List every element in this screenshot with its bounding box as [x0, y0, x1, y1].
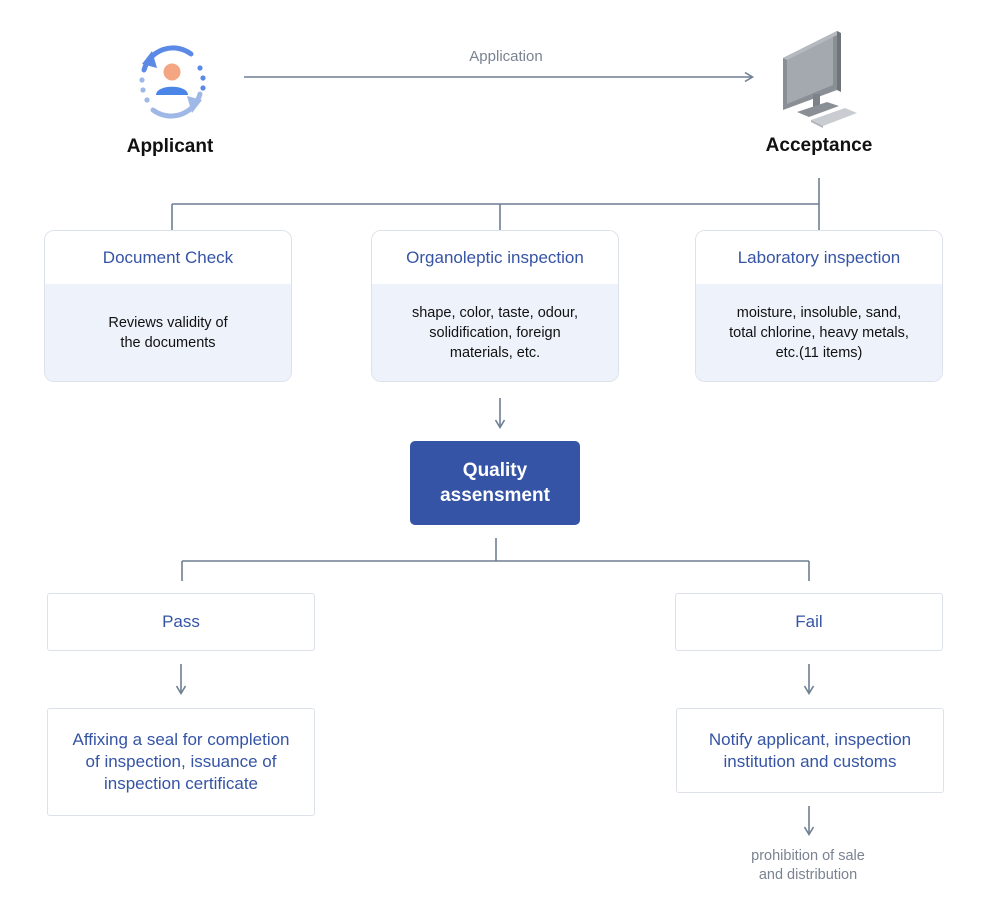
organoleptic-inspection-card: Organoleptic inspection shape, color, ta…: [371, 230, 619, 382]
quality-branch: [181, 538, 810, 581]
acceptance-branch: [171, 178, 820, 230]
pass-result-box: Affixing a seal for completion of inspec…: [47, 708, 315, 816]
document-check-card: Document Check Reviews validity of the d…: [44, 230, 292, 382]
card-title: Laboratory inspection: [696, 231, 942, 284]
card-details: moisture, insoluble, sand, total chlorin…: [696, 284, 942, 381]
computer-icon: [775, 28, 865, 130]
card-title: Document Check: [45, 231, 291, 284]
applicant-icon: [130, 40, 214, 124]
application-label: Application: [469, 48, 543, 65]
laboratory-inspection-card: Laboratory inspection moisture, insolubl…: [695, 230, 943, 382]
fail-note: prohibition of sale and distribution: [751, 848, 865, 883]
card-title: Organoleptic inspection: [372, 231, 618, 284]
fail-result-box: Notify applicant, inspection institution…: [676, 708, 944, 793]
fail-box: Fail: [675, 593, 943, 651]
acceptance-label: Acceptance: [765, 135, 873, 156]
applicant-label: Applicant: [126, 136, 214, 157]
pass-box: Pass: [47, 593, 315, 651]
card-details: shape, color, taste, odour, solidificati…: [372, 284, 618, 381]
quality-assessment-box: Quality assensment: [410, 441, 580, 525]
card-details: Reviews validity of the documents: [45, 284, 291, 381]
